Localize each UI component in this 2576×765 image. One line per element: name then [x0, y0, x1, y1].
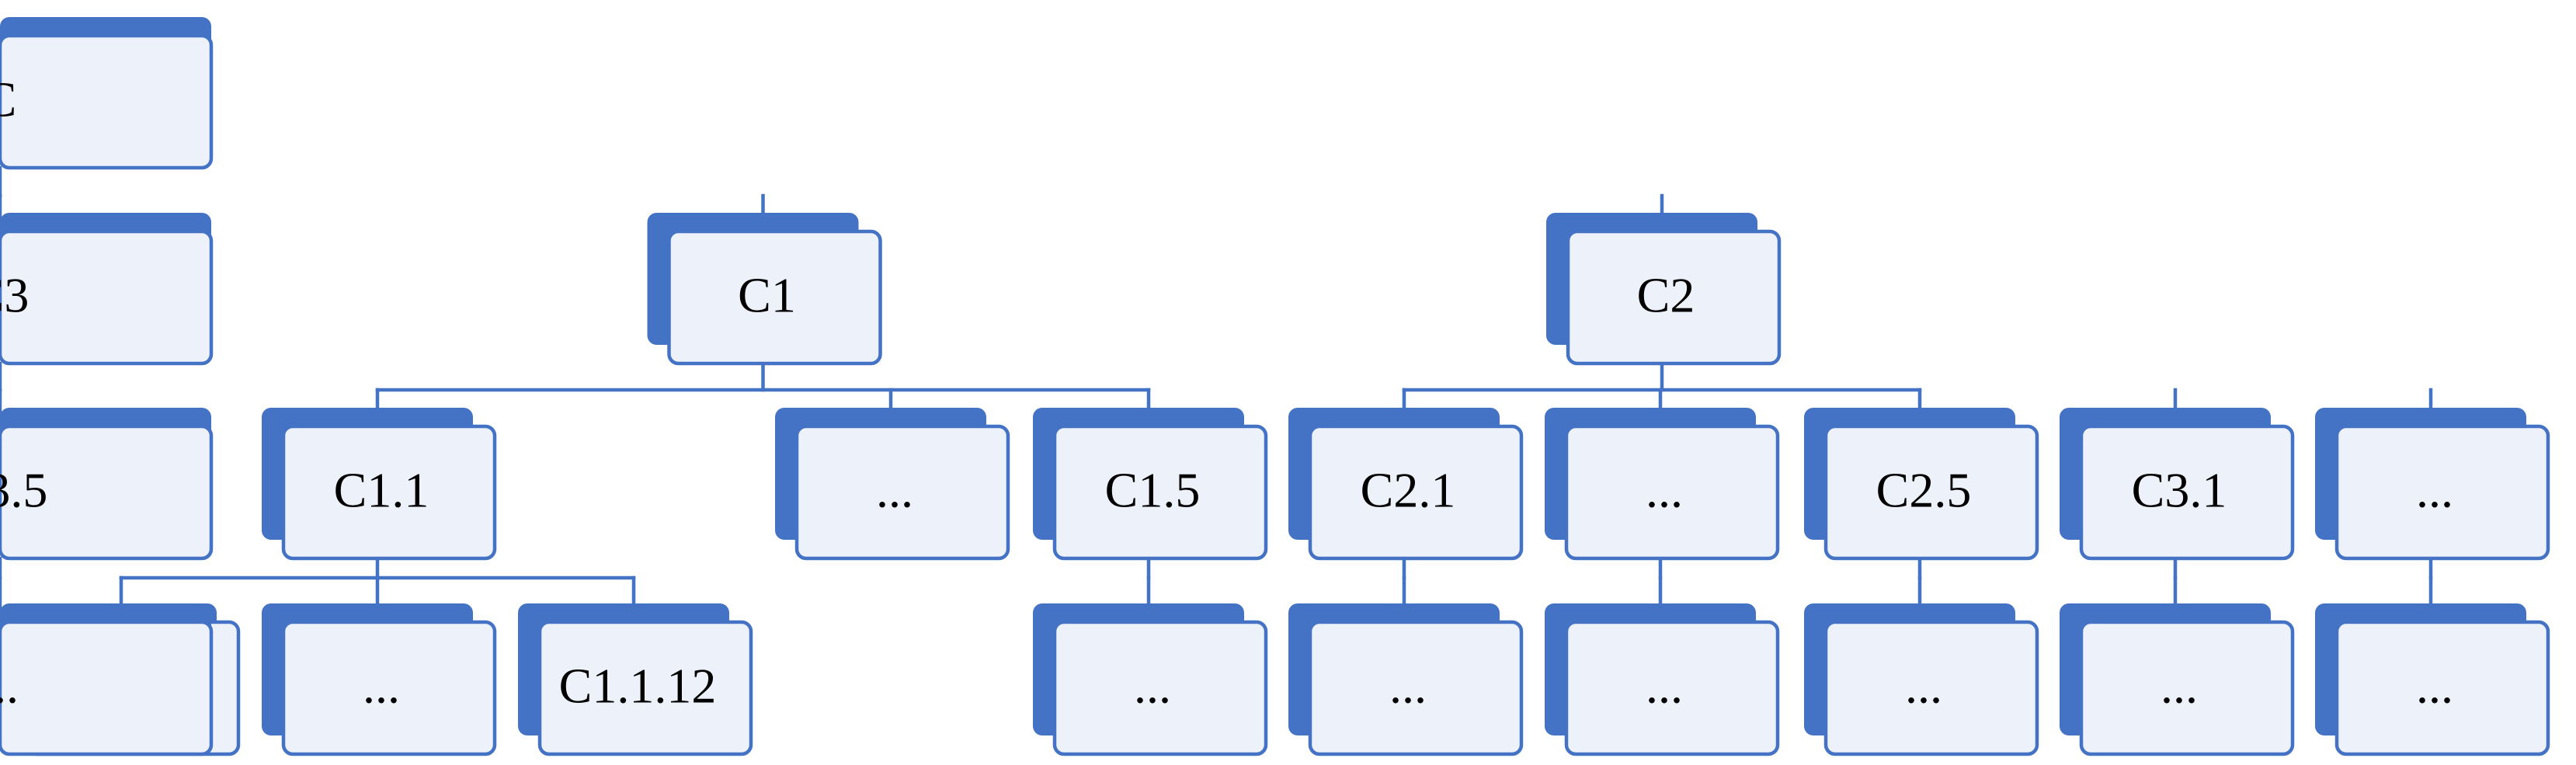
node-label: ... — [1646, 463, 1683, 518]
node-box — [0, 620, 214, 756]
node-ellipsis: ... — [2060, 603, 2295, 756]
node-label: C2.5 — [1876, 463, 1972, 518]
node-c1-5: C1.5 — [1033, 408, 1268, 561]
node-ellipsis: ... — [2315, 408, 2550, 561]
node-label: ... — [363, 659, 400, 714]
node-label: ... — [1646, 659, 1683, 714]
node-label: ... — [876, 463, 913, 518]
node-c2: C2 — [1546, 213, 1782, 366]
node-box — [1823, 620, 2039, 756]
node-ellipsis: ... — [0, 603, 214, 756]
node-box — [794, 424, 1010, 561]
node-label: C2 — [1637, 268, 1695, 323]
node-box — [1308, 424, 1524, 561]
node-box — [1308, 620, 1524, 756]
node-box — [2079, 424, 2295, 561]
node-label: C1.5 — [1105, 463, 1201, 518]
node-box — [1566, 229, 1782, 366]
node-box — [2334, 620, 2550, 756]
node-label: ... — [2416, 463, 2453, 518]
node-label: ... — [2416, 659, 2453, 714]
node-box — [1823, 424, 2039, 561]
node-ellipsis: ... — [1804, 603, 2039, 756]
node-label: C2.1 — [1361, 463, 1456, 518]
node-label: C3.1 — [2132, 463, 2227, 518]
node-label: C — [0, 72, 16, 127]
node-c2-1: C2.1 — [1288, 408, 1524, 561]
node-box — [1052, 620, 1268, 756]
node-ellipsis: ... — [1545, 603, 1780, 756]
node-ellipsis: ... — [775, 408, 1010, 561]
node-box — [0, 33, 214, 170]
node-label: C3 — [0, 268, 29, 323]
node-ellipsis: ... — [262, 603, 497, 756]
node-box — [0, 424, 214, 561]
node-box — [281, 620, 497, 756]
node-label: C3.5 — [0, 463, 47, 518]
node-c3-1: C3.1 — [2060, 408, 2295, 561]
node-c1-1-12: C1.1.12 — [518, 603, 753, 756]
node-label: ... — [0, 659, 19, 714]
node-box — [1564, 424, 1780, 561]
node-c1-1: C1.1 — [262, 408, 497, 561]
node-box — [1564, 620, 1780, 756]
node-box — [281, 424, 497, 561]
node-ellipsis: ... — [2315, 603, 2550, 756]
node-c3-5: C3.5 — [0, 408, 214, 561]
node-box — [2334, 424, 2550, 561]
node-label: C1.1.12 — [559, 659, 717, 714]
node-label: ... — [1134, 659, 1171, 714]
node-box — [0, 229, 214, 366]
node-box — [1052, 424, 1268, 561]
node-label: C1.1 — [334, 463, 429, 518]
node-ellipsis: ... — [1033, 603, 1268, 756]
node-box — [2079, 620, 2295, 756]
node-label: ... — [2161, 659, 2198, 714]
node-c: C — [0, 17, 214, 170]
node-label: ... — [1389, 659, 1427, 714]
node-ellipsis: ... — [1545, 408, 1780, 561]
node-c1: C1 — [647, 213, 882, 366]
node-box — [537, 620, 753, 756]
node-layer: CC1C1.1C1.1.1...C1.1.12...C1.5...C2C2.1.… — [0, 17, 2550, 756]
node-label: ... — [1905, 659, 1942, 714]
node-label: C1 — [738, 268, 796, 323]
node-c2-5: C2.5 — [1804, 408, 2039, 561]
node-c3: C3 — [0, 213, 214, 366]
node-box — [667, 229, 882, 366]
node-ellipsis: ... — [1288, 603, 1524, 756]
